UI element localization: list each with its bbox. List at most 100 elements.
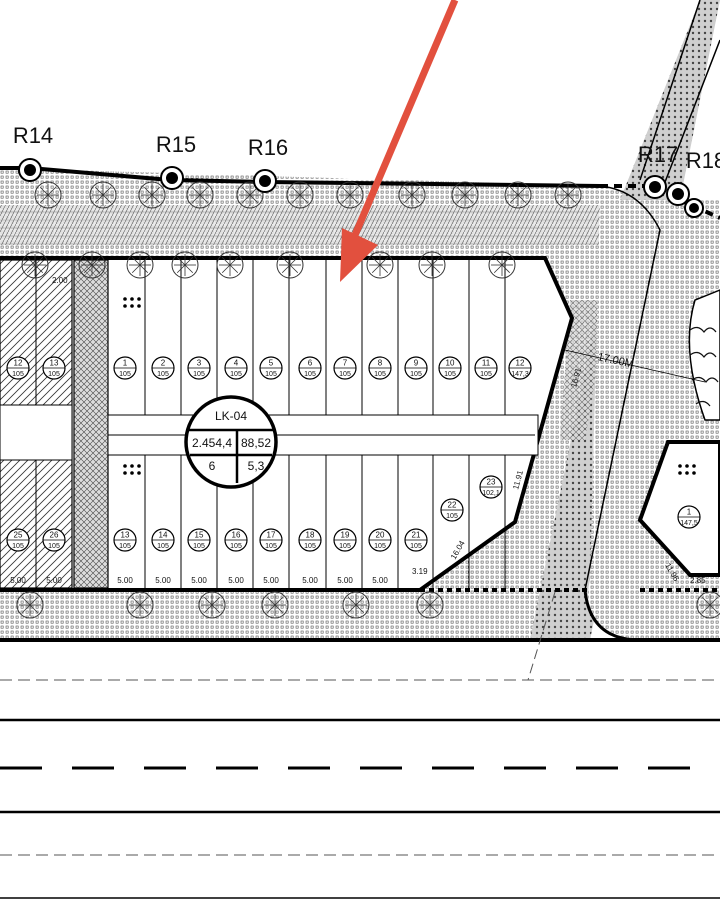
tree-spoke bbox=[349, 194, 359, 204]
tree-icon bbox=[78, 251, 106, 279]
lot-number: 16 bbox=[232, 531, 241, 540]
lot-area: 105 bbox=[265, 371, 277, 378]
dim-frontage: 5.00 bbox=[46, 576, 62, 585]
lot-number: 5 bbox=[269, 359, 274, 368]
block-ratio: 5,3 bbox=[248, 459, 265, 473]
access-line bbox=[527, 591, 556, 681]
lot-number: 1 bbox=[687, 508, 692, 517]
grid-dots-icon bbox=[123, 297, 696, 475]
tree-spoke bbox=[281, 264, 291, 274]
tree-spoke bbox=[94, 194, 104, 204]
dim-frontage: 5.00 bbox=[191, 576, 207, 585]
tree-spoke bbox=[139, 264, 149, 274]
tree-icon bbox=[16, 591, 44, 619]
tree-icon bbox=[198, 591, 226, 619]
lot-number: 4 bbox=[234, 359, 239, 368]
lot-number: 22 bbox=[448, 501, 457, 510]
tree-spoke bbox=[379, 264, 389, 274]
tree-spoke bbox=[355, 604, 365, 614]
tree-icon bbox=[554, 181, 582, 209]
tree-spoke bbox=[203, 596, 213, 606]
tree-spoke bbox=[567, 186, 577, 196]
tree-spoke bbox=[509, 186, 519, 196]
tree-spoke bbox=[131, 604, 141, 614]
tree-ring bbox=[236, 181, 264, 209]
tree-icon bbox=[21, 251, 49, 279]
lot-number: 2 bbox=[161, 359, 166, 368]
lot-area: 105 bbox=[339, 543, 351, 550]
tree-spoke bbox=[176, 256, 186, 266]
tree-spoke bbox=[464, 186, 474, 196]
tree-spoke bbox=[47, 194, 57, 204]
lot-area: 105 bbox=[193, 543, 205, 550]
tree-ring bbox=[342, 591, 370, 619]
tree-spoke bbox=[131, 264, 141, 274]
tree-spoke bbox=[456, 186, 466, 196]
tree-spoke bbox=[221, 256, 231, 266]
tree-spoke bbox=[349, 186, 359, 196]
lot-labels: 1210513105110521053105410551056105710581… bbox=[6, 356, 701, 552]
tree-spoke bbox=[21, 604, 31, 614]
tree-ring bbox=[554, 181, 582, 209]
marker-label: R17 bbox=[638, 142, 678, 167]
lot-number: 26 bbox=[50, 531, 59, 540]
tree-spoke bbox=[371, 256, 381, 266]
tree-icon bbox=[34, 181, 62, 209]
tree-icon bbox=[89, 181, 117, 209]
tree-spoke bbox=[29, 604, 39, 614]
green-strip bbox=[73, 259, 109, 589]
lot-number: 13 bbox=[50, 359, 59, 368]
tree-icon bbox=[126, 251, 154, 279]
marker-extra-dot bbox=[689, 203, 699, 213]
tree-ring bbox=[21, 251, 49, 279]
lot-number: 12 bbox=[516, 359, 525, 368]
tree-spoke bbox=[299, 194, 309, 204]
tree-ring bbox=[186, 181, 214, 209]
walkway-strip bbox=[0, 205, 610, 245]
lot-area: 105 bbox=[12, 371, 24, 378]
tree-spoke bbox=[139, 256, 149, 266]
lot-number: 7 bbox=[343, 359, 348, 368]
lot-area: 105 bbox=[48, 543, 60, 550]
tree-icon bbox=[488, 251, 516, 279]
marker-label: R14 bbox=[13, 123, 53, 148]
tree-ring bbox=[504, 181, 532, 209]
tree-spoke bbox=[191, 194, 201, 204]
tree-spoke bbox=[29, 596, 39, 606]
road-curb bbox=[0, 638, 720, 642]
tree-spoke bbox=[403, 194, 413, 204]
tree-spoke bbox=[517, 194, 527, 204]
tree-ring bbox=[696, 591, 720, 619]
tree-spoke bbox=[221, 264, 231, 274]
marker-dot bbox=[649, 181, 661, 193]
tree-icon bbox=[416, 591, 444, 619]
tree-cluster bbox=[688, 289, 720, 421]
tree-spoke bbox=[176, 264, 186, 274]
tree-ring bbox=[276, 251, 304, 279]
dim-frontage: 5.00 bbox=[10, 576, 26, 585]
tree-spoke bbox=[493, 256, 503, 266]
lot-area: 147,3 bbox=[511, 371, 529, 378]
tree-spoke bbox=[143, 186, 153, 196]
lot-area: 105 bbox=[339, 371, 351, 378]
tree-icon bbox=[398, 181, 426, 209]
tree-icon bbox=[286, 181, 314, 209]
lot-area: 105 bbox=[119, 371, 131, 378]
tree-icon bbox=[418, 251, 446, 279]
tree-spoke bbox=[501, 264, 511, 274]
lot-area: 105 bbox=[157, 543, 169, 550]
tree-spoke bbox=[191, 186, 201, 196]
tree-spoke bbox=[559, 194, 569, 204]
tree-ring bbox=[138, 181, 166, 209]
lot-area: 105 bbox=[304, 543, 316, 550]
tree-spoke bbox=[274, 604, 284, 614]
red-arrow-icon bbox=[340, 0, 459, 282]
tree-spoke bbox=[47, 186, 57, 196]
